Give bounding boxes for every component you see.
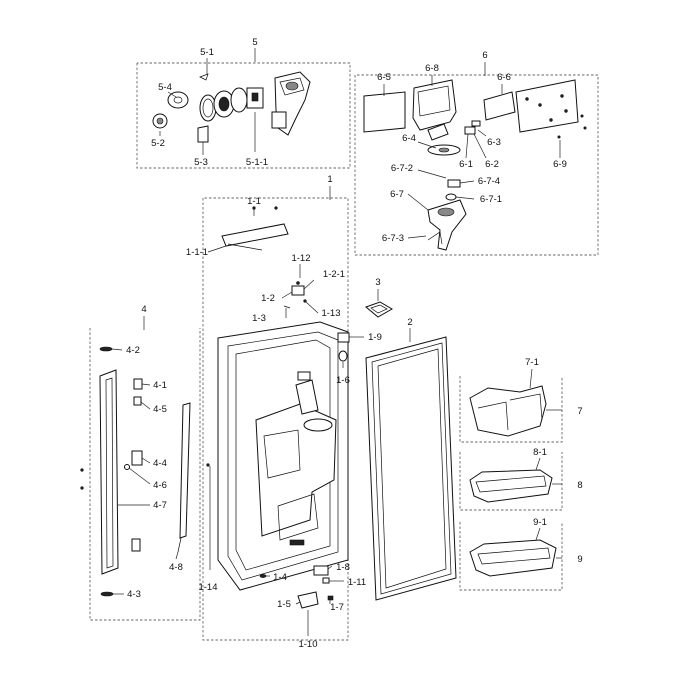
label-1-13: 1-13	[321, 308, 340, 319]
label-6-4: 6-4	[402, 133, 416, 144]
door-guard-8	[469, 457, 562, 503]
label-5-1-1: 5-1-1	[246, 157, 268, 168]
label-1-2-1: 1-2-1	[323, 269, 345, 280]
label-1-1-1: 1-1-1	[186, 247, 208, 258]
label-6-5: 6-5	[377, 72, 391, 83]
label-6: 6	[482, 50, 487, 61]
label-6-7-4: 6-7-4	[478, 176, 500, 187]
label-1-5: 1-5	[277, 599, 291, 610]
leaders-5	[159, 48, 256, 155]
part-3	[365, 289, 393, 318]
label-1-9: 1-9	[368, 332, 382, 343]
label-6-7-2: 6-7-2	[391, 163, 413, 174]
assembly-6	[363, 79, 587, 251]
label-4-4: 4-4	[153, 458, 167, 469]
label-3: 3	[375, 277, 380, 288]
label-4: 4	[141, 304, 146, 315]
label-1-7: 1-7	[330, 602, 344, 613]
leaders-4	[111, 316, 179, 595]
door-gasket-2	[365, 328, 457, 601]
group-boxes	[89, 62, 599, 641]
label-7-1: 7-1	[525, 357, 539, 368]
label-6-3: 6-3	[487, 137, 501, 148]
label-4-8: 4-8	[169, 562, 183, 573]
label-6-9: 6-9	[553, 159, 567, 170]
label-4-1: 4-1	[153, 380, 167, 391]
label-6-1: 6-1	[459, 159, 473, 170]
door-guard-9	[469, 527, 562, 577]
label-4-3: 4-3	[127, 589, 141, 600]
assembly-5	[152, 71, 311, 143]
label-6-7-1: 6-7-1	[480, 194, 502, 205]
label-6-7: 6-7	[390, 189, 404, 200]
label-5-1: 5-1	[200, 47, 214, 58]
label-1-11: 1-11	[348, 577, 366, 588]
label-1-6: 1-6	[336, 375, 350, 386]
label-6-7-3: 6-7-3	[382, 233, 404, 244]
label-8: 8	[577, 480, 582, 491]
label-9: 9	[577, 554, 582, 565]
door-parts-1	[259, 332, 350, 609]
label-4-5: 4-5	[153, 404, 167, 415]
label-2: 2	[407, 317, 412, 328]
label-5: 5	[252, 37, 257, 48]
label-4-2: 4-2	[126, 345, 140, 356]
label-1-14: 1-14	[198, 582, 217, 593]
label-7: 7	[577, 406, 582, 417]
label-9-1: 9-1	[533, 517, 547, 528]
label-6-6: 6-6	[497, 72, 511, 83]
callout-labels: 5 5-1 5-4 5-2 5-3 5-1-1 6 6-5 6-8 6-6 6-…	[126, 37, 583, 650]
label-1-3: 1-3	[252, 313, 266, 324]
label-1-1: 1-1	[247, 196, 261, 207]
label-1: 1	[327, 174, 332, 185]
label-6-2: 6-2	[485, 159, 499, 170]
label-1-12: 1-12	[291, 253, 310, 264]
label-1-2: 1-2	[261, 293, 275, 304]
label-8-1: 8-1	[533, 447, 547, 458]
assembly-1-top	[221, 206, 307, 309]
door-guard-7	[469, 368, 562, 437]
label-5-4: 5-4	[158, 82, 172, 93]
label-1-10: 1-10	[298, 639, 317, 650]
label-1-8: 1-8	[336, 562, 350, 573]
label-5-2: 5-2	[151, 138, 165, 149]
leaders-6	[383, 62, 561, 239]
label-4-7: 4-7	[153, 500, 167, 511]
door-frame	[217, 321, 349, 591]
label-1-4: 1-4	[273, 572, 287, 583]
label-6-8: 6-8	[425, 63, 439, 74]
label-4-6: 4-6	[153, 480, 167, 491]
leaders-1	[207, 186, 364, 636]
label-5-3: 5-3	[194, 157, 208, 168]
assembly-4	[80, 346, 210, 597]
